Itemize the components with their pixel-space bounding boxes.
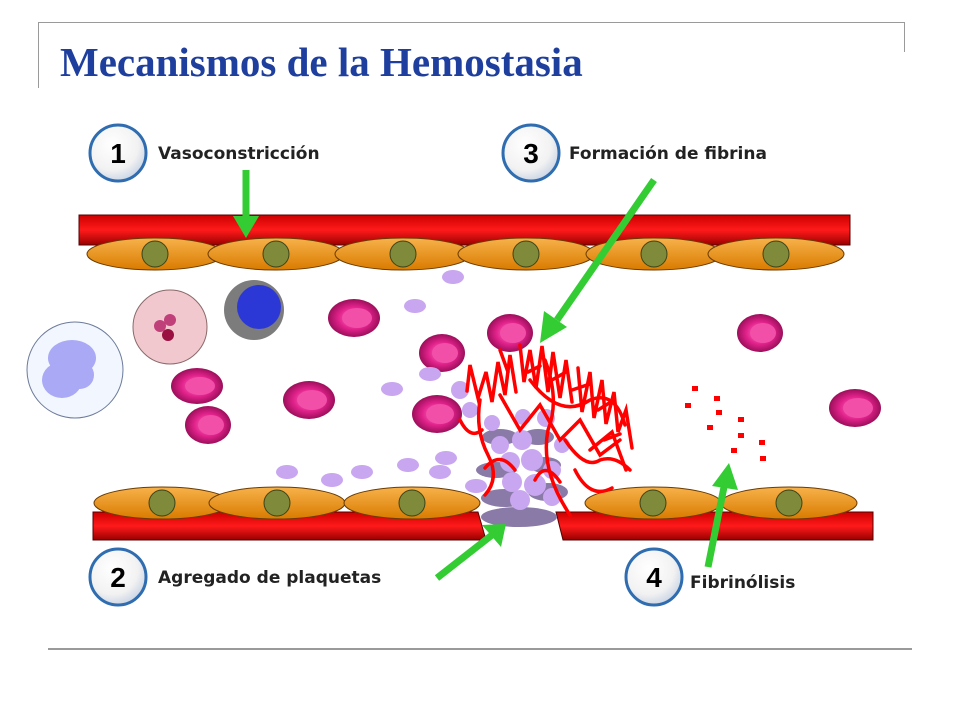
platelet: [397, 458, 419, 472]
step-3-number: 3: [523, 138, 539, 169]
arrow-formacion-fibrina: [540, 178, 657, 343]
red-blood-cell: [171, 368, 223, 404]
step-4-label: Fibrinólisis: [690, 573, 796, 593]
platelet: [442, 270, 464, 284]
red-blood-cell: [737, 314, 783, 352]
slide-bottom-line: [48, 648, 912, 650]
platelet: [429, 465, 451, 479]
slide-frame-top: [38, 22, 904, 23]
platelet: [276, 465, 298, 479]
slide-frame-right: [904, 22, 905, 52]
red-blood-cells: [171, 299, 881, 444]
step-1-number: 1: [110, 138, 126, 169]
platelet: [321, 473, 343, 487]
free-platelets: [276, 270, 487, 493]
endothelial-cell: [707, 237, 845, 271]
platelet: [351, 465, 373, 479]
red-blood-cell: [829, 389, 881, 427]
vessel-wall-top: [78, 214, 851, 246]
step-4-badge: 4: [624, 547, 684, 607]
endothelium-top: [86, 237, 845, 271]
slide-frame-left: [38, 22, 39, 88]
step-2-number: 2: [110, 562, 126, 593]
red-blood-cell: [328, 299, 380, 337]
step-3-badge: 3: [501, 123, 561, 183]
neutrophil: [26, 321, 124, 419]
red-blood-cell: [487, 314, 533, 352]
platelet: [419, 367, 441, 381]
platelet: [465, 479, 487, 493]
arrow-agregado-plaquetas: [434, 524, 506, 581]
endothelial-cell: [208, 486, 346, 520]
lymphocyte: [224, 280, 284, 340]
endothelial-cell: [86, 237, 224, 271]
endothelial-cell: [207, 237, 345, 271]
red-blood-cell: [412, 395, 462, 433]
eosinophil: [132, 289, 208, 365]
slide-title: Mecanismos de la Hemostasia: [60, 39, 583, 85]
endothelial-cell: [343, 486, 481, 520]
fibrin-mesh: [458, 343, 634, 517]
red-blood-cell: [419, 334, 465, 372]
step-2-badge: 2: [88, 547, 148, 607]
step-1-label: Vasoconstricción: [158, 144, 320, 164]
endothelial-cell: [720, 486, 858, 520]
platelet: [435, 451, 457, 465]
endothelial-cell: [93, 486, 231, 520]
step-1-badge: 1: [88, 123, 148, 183]
platelet: [381, 382, 403, 396]
endothelial-cell: [334, 237, 472, 271]
platelet: [404, 299, 426, 313]
endothelial-cell: [457, 237, 595, 271]
arrow-vasoconstriccion: [233, 170, 259, 238]
step-4-number: 4: [646, 562, 662, 593]
arrow-fibrinolisis: [704, 463, 738, 568]
endothelium-bottom: [93, 486, 858, 520]
step-3-label: Formación de fibrina: [569, 144, 767, 164]
fibrin-fragments: [685, 386, 766, 461]
red-blood-cell: [185, 406, 231, 444]
red-blood-cell: [283, 381, 335, 419]
step-2-label: Agregado de plaquetas: [158, 568, 382, 588]
endothelial-cell: [585, 237, 723, 271]
